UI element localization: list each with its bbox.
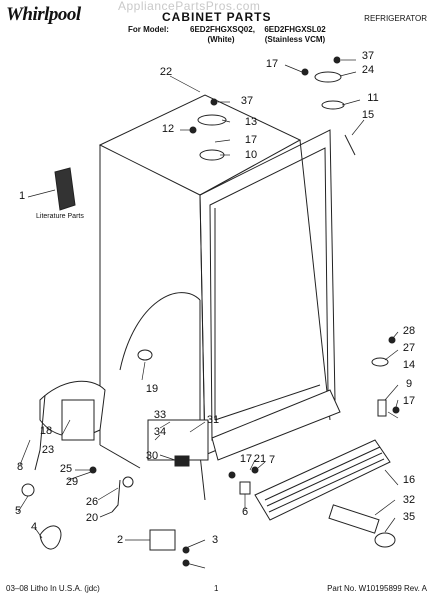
water-filter xyxy=(328,504,396,548)
compressor-wiring xyxy=(21,380,106,497)
callout-label: 18 xyxy=(39,425,53,437)
callout-label: 17 xyxy=(265,58,279,70)
callout-label: 34 xyxy=(153,426,167,438)
callout-label: 12 xyxy=(161,123,175,135)
model-variant: (Stainless VCM) xyxy=(264,35,326,44)
callout-label: 28 xyxy=(402,325,416,337)
callout-label: 5 xyxy=(14,505,22,517)
brand-logo: Whirlpool xyxy=(6,4,81,25)
callout-label: 17 xyxy=(239,453,253,465)
callout-label: 22 xyxy=(159,66,173,78)
callout-label: 29 xyxy=(65,476,79,488)
callout-label: 11 xyxy=(367,92,379,104)
model-number: 6ED2FHGXSL02 xyxy=(264,25,326,34)
literature-booklet xyxy=(54,167,76,211)
callout-label: 30 xyxy=(145,450,159,462)
callout-label: 35 xyxy=(402,511,416,523)
callout-label: 23 xyxy=(41,444,55,456)
leader-lines xyxy=(17,59,399,569)
callout-label: 10 xyxy=(244,149,258,161)
model-label: For Model: xyxy=(128,25,169,34)
callout-label: 26 xyxy=(85,496,99,508)
callout-label: 4 xyxy=(30,521,38,533)
callout-label: 17 xyxy=(244,134,258,146)
literature-parts-label: Literature Parts xyxy=(36,213,84,220)
page-title: CABINET PARTS xyxy=(162,10,272,24)
callout-label: 32 xyxy=(402,494,416,506)
callout-label: 6 xyxy=(241,506,249,518)
page-number: 1 xyxy=(214,584,219,593)
cabinet-shell xyxy=(98,94,341,501)
model-entry: 6ED2FHGXSL02 (Stainless VCM) xyxy=(255,25,335,45)
callout-label: 7 xyxy=(268,454,276,466)
callout-label: 13 xyxy=(244,116,258,128)
callout-label: 14 xyxy=(402,359,416,371)
part-number: Part No. W10195899 Rev. A xyxy=(327,584,427,593)
callout-label: 2 xyxy=(116,534,124,546)
callout-label: 15 xyxy=(361,109,375,121)
callout-label: 31 xyxy=(206,414,220,426)
model-entry: 6ED2FHGXSQ02, (White) xyxy=(190,25,255,45)
base-grille xyxy=(254,439,391,521)
callout-label: 3 xyxy=(211,534,219,546)
model-variant: (White) xyxy=(207,35,235,44)
callout-label: 37 xyxy=(361,50,375,62)
model-number: 6ED2FHGXSQ02, xyxy=(190,25,255,34)
callout-label: 9 xyxy=(405,378,413,390)
appliance-category: REFRIGERATOR xyxy=(364,14,427,23)
callout-label: 20 xyxy=(85,512,99,524)
callout-label: 17 xyxy=(402,395,416,407)
callout-label: 27 xyxy=(402,342,416,354)
callout-label: 19 xyxy=(145,383,159,395)
callout-label: 21 xyxy=(253,453,267,465)
right-hinge-parts xyxy=(371,336,400,417)
callout-label: 16 xyxy=(402,474,416,486)
callout-label: 37 xyxy=(240,95,254,107)
lower-assembly xyxy=(39,349,259,567)
callout-label: 1 xyxy=(18,190,26,202)
callout-label: 8 xyxy=(16,461,24,473)
watermark-text: AppliancePartsPros.com xyxy=(118,0,261,13)
callout-label: 24 xyxy=(361,64,375,76)
callout-label: 33 xyxy=(153,409,167,421)
litho-note: 03–08 Litho In U.S.A. (jdc) xyxy=(6,584,100,593)
callout-label: 25 xyxy=(59,463,73,475)
